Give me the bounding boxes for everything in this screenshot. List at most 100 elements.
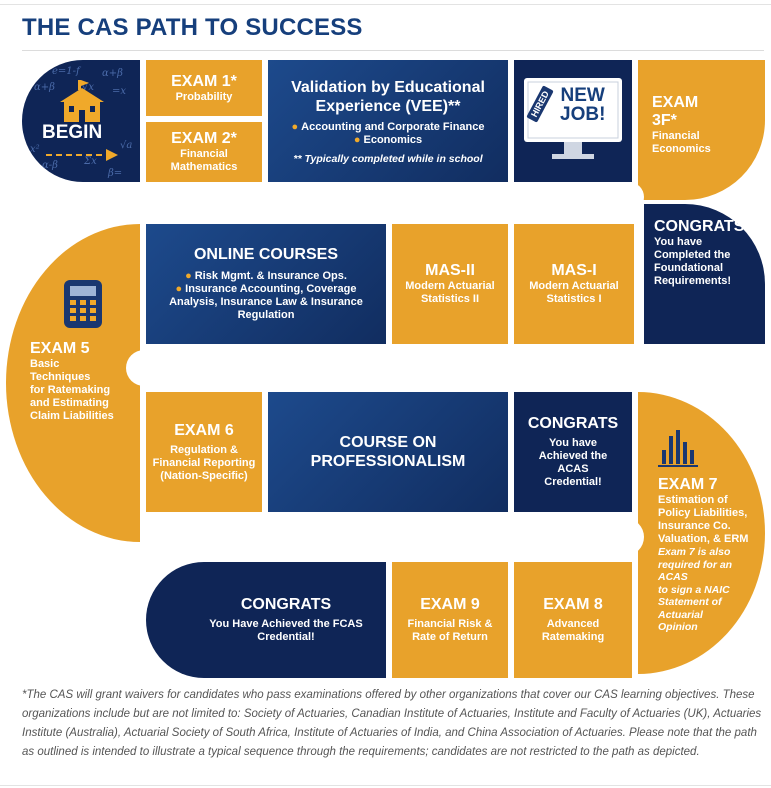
course-professionalism-line-1: COURSE ON: [339, 434, 437, 451]
vee-bullet-2: ●Economics: [353, 133, 423, 146]
svg-text:=x: =x: [112, 86, 126, 97]
svg-text:α+β: α+β: [34, 82, 55, 93]
exam7-note-1: Exam 7 is also: [658, 546, 731, 558]
congrats-acas-line-2: Achieved the: [538, 450, 608, 462]
bar-chart-icon: [658, 430, 698, 467]
exam5-line-2: Techniques: [30, 371, 91, 383]
exam3f-title-1: EXAM: [652, 94, 699, 111]
congrats-foundational-tile: CONGRATS You have Completed the Foundati…: [644, 204, 765, 344]
vee-note: ** Typically completed while in school: [293, 152, 483, 165]
mas1-tile: MAS-I Modern Actuarial Statistics I: [514, 224, 634, 344]
svg-text:e=1-f: e=1-f: [52, 66, 82, 77]
begin-label: BEGIN: [42, 122, 103, 143]
exam7-title: EXAM 7: [658, 476, 718, 493]
exam5-line-5: Claim Liabilities: [30, 410, 114, 422]
exam3f-subtitle-2: Economics: [652, 143, 711, 155]
mas2-subtitle-1: Modern Actuarial: [405, 280, 495, 292]
congrats-foundational-line-1: You have: [654, 236, 703, 248]
exam1-tile: EXAM 1* Probability: [146, 60, 262, 116]
svg-text:α-β: α-β: [42, 160, 58, 171]
exam2-subtitle-1: Financial: [180, 148, 228, 160]
online-courses-title: ONLINE COURSES: [193, 246, 338, 263]
congrats-fcas-subtitle: You Have Achieved the FCAS Credential!: [209, 618, 363, 643]
exam6-title: EXAM 6: [174, 421, 234, 439]
vee-tile: Validation by Educational Experience (VE…: [268, 60, 508, 182]
exam2-subtitle-2: Mathematics: [170, 161, 238, 173]
course-professionalism-line-2: PROFESSIONALISM: [310, 453, 466, 470]
exam8-subtitle-1: Advanced: [546, 618, 600, 630]
exam9-title: EXAM 9: [420, 596, 480, 613]
exam7-note-3: ACAS: [658, 571, 688, 583]
congrats-fcas-title: CONGRATS: [240, 596, 332, 613]
congrats-acas-line-3: ACAS: [557, 463, 589, 475]
bottom-divider: [0, 785, 771, 786]
online-courses-bullet-2-cont-2: Regulation: [237, 309, 295, 321]
exam5-line-3: for Ratemaking: [30, 384, 111, 396]
exam3f-subtitle-1: Financial: [652, 130, 700, 142]
congrats-fcas-tile: CONGRATS You Have Achieved the FCAS Cred…: [146, 562, 386, 678]
exam7-note-2: required for an: [658, 558, 733, 571]
exam7-line-1: Estimation of: [658, 494, 728, 506]
svg-text:α+β: α+β: [102, 68, 123, 79]
exam5-line-1: Basic: [30, 358, 60, 370]
exam3f-title-2: 3F*: [652, 112, 677, 129]
congrats-acas-line-4: Credential!: [544, 476, 602, 488]
online-courses-bullet-2-cont-1: Analysis, Insurance Law & Insurance: [169, 296, 363, 308]
calculator-icon: [64, 280, 102, 328]
path-connector-right-2: [390, 518, 644, 556]
online-courses-tile: ONLINE COURSES ●Risk Mgmt. & Insurance O…: [146, 224, 386, 344]
exam6-line-1: Regulation &: [170, 443, 238, 456]
exam7-note-5: Statement of: [658, 596, 722, 608]
exam2-title: EXAM 2*: [171, 130, 237, 147]
exam9-tile: EXAM 9 Financial Risk & Rate of Return: [392, 562, 508, 678]
congrats-acas-line-1: You have: [548, 437, 598, 449]
exam1-title: EXAM 1*: [171, 72, 237, 90]
new-job-text-1: NEW: [560, 85, 605, 106]
exam7-note-7: Opinion: [658, 621, 698, 633]
exam8-tile: EXAM 8 Advanced Ratemaking: [514, 562, 632, 678]
svg-text:√a: √a: [120, 140, 132, 151]
svg-text:√x: √x: [82, 82, 94, 93]
schoolhouse-icon: [60, 80, 104, 122]
exam1-subtitle: Probability: [175, 90, 233, 103]
path-connector-left-1: [126, 350, 646, 386]
exam9-subtitle-1: Financial Risk &: [407, 618, 493, 630]
svg-text:Σx: Σx: [83, 156, 97, 167]
vee-bullet-1: ●Accounting and Corporate Finance: [291, 120, 485, 133]
top-divider: [0, 4, 771, 5]
title-divider: [22, 50, 764, 51]
exam7-note-6: Actuarial: [658, 608, 703, 621]
exam7-line-4: Valuation, & ERM: [658, 533, 749, 545]
congrats-acas-tile: CONGRATS You have Achieved the ACAS Cred…: [514, 392, 632, 512]
congrats-foundational-line-4: Requirements!: [654, 275, 732, 287]
exam6-line-2: Financial Reporting: [152, 456, 256, 469]
footnote: *The CAS will grant waivers for candidat…: [22, 689, 762, 758]
mas2-title: MAS-II: [425, 262, 475, 279]
exam9-subtitle-2: Rate of Return: [412, 631, 488, 643]
mas1-title: MAS-I: [551, 262, 597, 279]
congrats-foundational-title: CONGRATS: [654, 218, 745, 235]
svg-text:x²: x²: [30, 144, 40, 155]
new-job-text-2: JOB!: [560, 104, 606, 125]
exam8-title: EXAM 8: [543, 596, 603, 613]
online-courses-bullet-2: ●Insurance Accounting, Coverage: [175, 283, 357, 295]
mas1-subtitle-2: Statistics I: [546, 293, 602, 305]
exam7-line-3: Insurance Co.: [658, 520, 731, 532]
course-professionalism-tile: COURSE ON PROFESSIONALISM: [268, 392, 508, 512]
exam2-tile: EXAM 2* Financial Mathematics: [146, 122, 262, 182]
exam7-tile: EXAM 7 Estimation of Policy Liabilities,…: [638, 392, 765, 674]
exam5-tile: EXAM 5 Basic Techniques for Ratemaking a…: [6, 224, 140, 542]
vee-title-1: Validation by Educational: [291, 78, 485, 96]
page-title: THE CAS PATH TO SUCCESS: [22, 14, 363, 41]
congrats-foundational-line-3: Foundational: [654, 262, 724, 274]
exam6-tile: EXAM 6 Regulation & Financial Reporting …: [146, 392, 262, 512]
arrow-right-icon: [46, 149, 118, 161]
exam5-title: EXAM 5: [30, 340, 90, 357]
exam7-line-2: Policy Liabilities,: [658, 507, 748, 519]
exam6-line-3: (Nation-Specific): [160, 469, 248, 482]
vee-title-2: Experience (VEE)**: [315, 97, 461, 115]
congrats-foundational-line-2: Completed the: [654, 249, 731, 261]
path-connector-right-1: [514, 182, 644, 212]
